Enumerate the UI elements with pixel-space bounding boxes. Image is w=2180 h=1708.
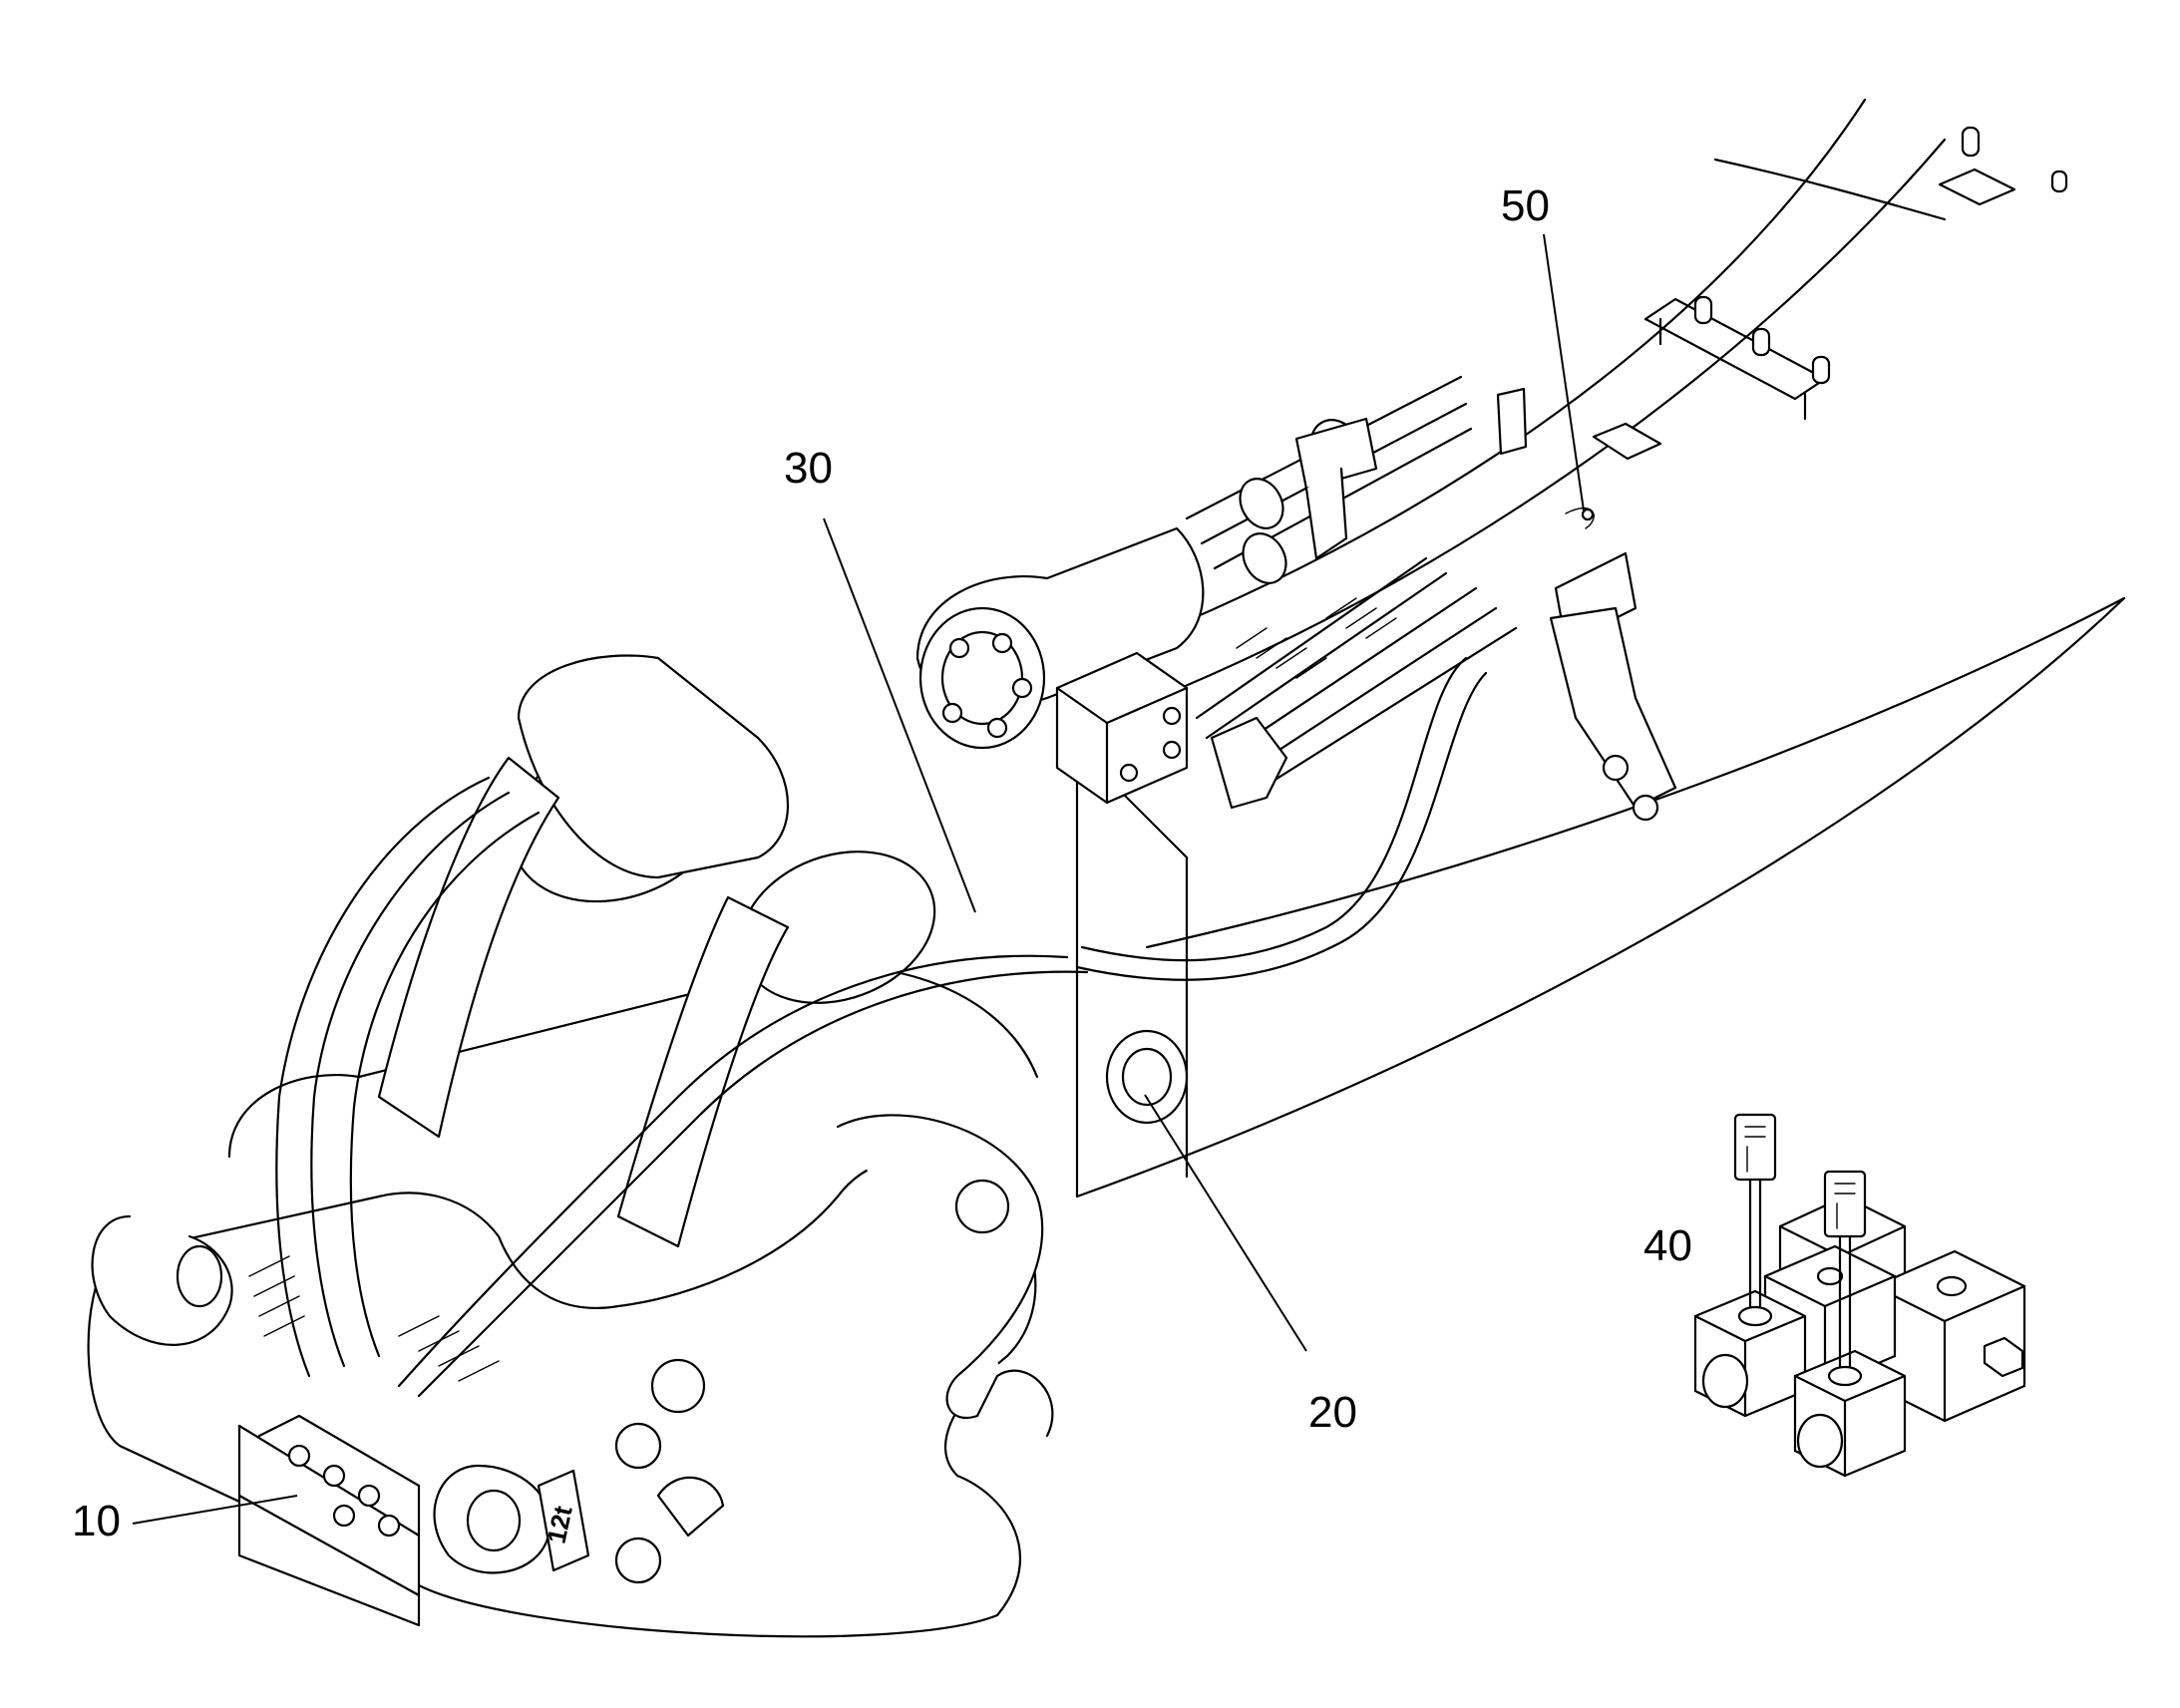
leader-30	[823, 517, 976, 913]
leader-lines	[132, 233, 1585, 1525]
callout-50: 50	[1501, 181, 1550, 230]
leader-20	[1144, 1094, 1307, 1352]
hydraulic-cylinder	[915, 375, 1473, 805]
quick-coupler: 12t	[87, 654, 1189, 1638]
hose-bundle	[1075, 417, 1677, 981]
leader-50	[1543, 233, 1585, 512]
callout-10: 10	[72, 1497, 121, 1545]
callout-30: 30	[784, 444, 833, 493]
leader-10	[132, 1495, 298, 1525]
boom-arm	[1075, 98, 2126, 1198]
callout-40: 40	[1643, 1221, 1692, 1270]
callout-20: 20	[1308, 1388, 1357, 1437]
boom-pegs	[1693, 126, 2068, 385]
sensor-valve-inset	[1693, 1113, 2026, 1478]
